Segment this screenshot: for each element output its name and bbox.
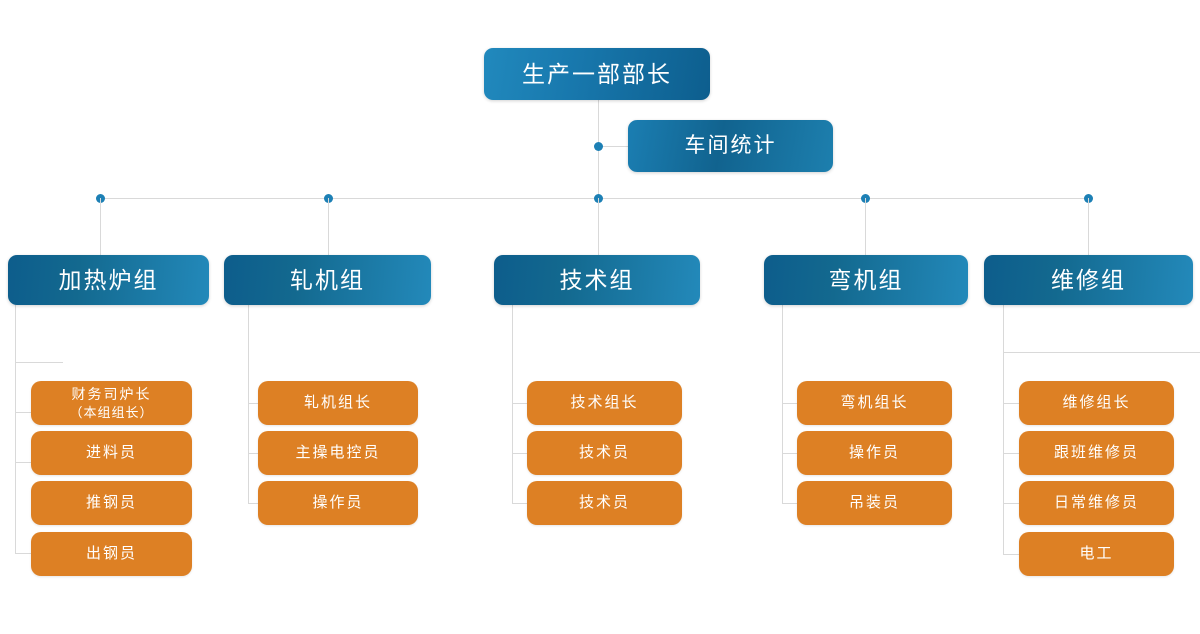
node-group-heating-furnace[interactable]: 加热炉组 — [8, 255, 209, 305]
node-leaf-2-3[interactable]: 操作员 — [258, 481, 418, 525]
node-leaf-4-3[interactable]: 吊装员 — [797, 481, 952, 525]
node-leaf-2-2[interactable]: 主操电控员 — [258, 431, 418, 475]
node-leaf-3-1[interactable]: 技术组长 — [527, 381, 682, 425]
connector-elbow-top-5 — [1003, 352, 1200, 353]
connector-spine-3 — [512, 352, 513, 504]
node-leaf-1-1[interactable]: 财务司炉长 （本组组长） — [31, 381, 192, 425]
connector-spine-1 — [15, 362, 16, 553]
leaf-line2: （本组组长） — [69, 404, 154, 420]
connector-elbow-3 — [512, 305, 513, 355]
connector-drop-3 — [598, 198, 599, 255]
node-leaf-3-2[interactable]: 技术员 — [527, 431, 682, 475]
node-leaf-1-4[interactable]: 出钢员 — [31, 532, 192, 576]
node-leaf-2-1[interactable]: 轧机组长 — [258, 381, 418, 425]
connector-leaf-1-1 — [15, 362, 63, 363]
connector-elbow-2 — [248, 305, 249, 355]
node-staff-workshop-statistics[interactable]: 车间统计 — [628, 120, 833, 172]
node-leaf-4-2[interactable]: 操作员 — [797, 431, 952, 475]
connector-drop-5 — [1088, 198, 1089, 255]
node-leaf-1-3[interactable]: 推钢员 — [31, 481, 192, 525]
connector-drop-1 — [100, 198, 101, 255]
node-leaf-3-3[interactable]: 技术员 — [527, 481, 682, 525]
node-group-rolling-mill[interactable]: 轧机组 — [224, 255, 431, 305]
connector-spine-4 — [782, 352, 783, 504]
node-group-maintenance[interactable]: 维修组 — [984, 255, 1193, 305]
node-leaf-5-1[interactable]: 维修组长 — [1019, 381, 1174, 425]
connector-drop-2 — [328, 198, 329, 255]
node-root[interactable]: 生产一部部长 — [484, 48, 710, 100]
connector-staff-branch — [598, 146, 630, 147]
leaf-line1: 财务司炉长 — [71, 385, 152, 402]
node-group-bending-machine[interactable]: 弯机组 — [764, 255, 968, 305]
connector-drop-4 — [865, 198, 866, 255]
node-leaf-4-1[interactable]: 弯机组长 — [797, 381, 952, 425]
node-leaf-5-2[interactable]: 跟班维修员 — [1019, 431, 1174, 475]
connector-elbow-4 — [782, 305, 783, 355]
leaf-text-wrap: 财务司炉长 （本组组长） — [69, 366, 153, 440]
dot-staff — [594, 142, 603, 151]
node-leaf-5-3[interactable]: 日常维修员 — [1019, 481, 1174, 525]
connector-elbow-5 — [1003, 305, 1004, 355]
node-leaf-5-4[interactable]: 电工 — [1019, 532, 1174, 576]
connector-spine-2 — [248, 352, 249, 504]
connector-elbow-1 — [15, 305, 16, 363]
node-leaf-1-2[interactable]: 进料员 — [31, 431, 192, 475]
node-group-technology[interactable]: 技术组 — [494, 255, 700, 305]
